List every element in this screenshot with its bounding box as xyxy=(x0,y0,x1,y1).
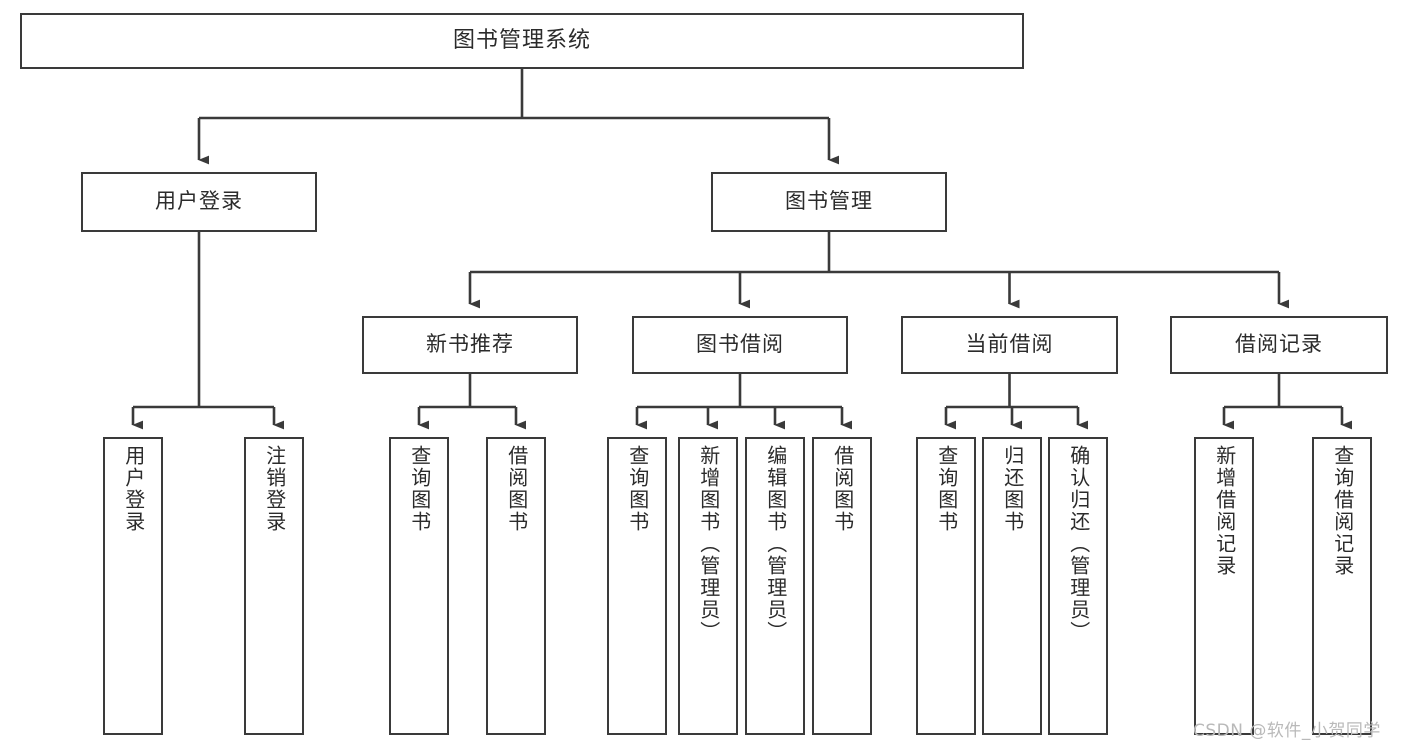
node-book-manage[interactable]: 图书管理 xyxy=(711,172,947,232)
leaf-query-book-borrow[interactable]: 查询图书 xyxy=(607,437,667,735)
csdn-watermark: CSDN @软件_小贺同学 xyxy=(1193,721,1381,741)
leaf-add-book-admin[interactable]: 新增图书（管理员） xyxy=(678,437,738,735)
leaf-borrow-book[interactable]: 借阅图书 xyxy=(812,437,872,735)
node-current-borrow[interactable]: 当前借阅 xyxy=(901,316,1118,374)
leaf-user-login[interactable]: 用户登录 xyxy=(103,437,163,735)
node-label: 查询借阅记录 xyxy=(1330,445,1355,577)
leaf-query-book-current[interactable]: 查询图书 xyxy=(916,437,976,735)
node-label: 确认归还（管理员） xyxy=(1066,445,1091,643)
node-label: 归还图书 xyxy=(1000,445,1025,533)
node-root-system[interactable]: 图书管理系统 xyxy=(20,13,1024,69)
node-label: 新增图书（管理员） xyxy=(696,445,721,643)
node-label: 图书管理 xyxy=(785,189,873,214)
node-new-book-recommend[interactable]: 新书推荐 xyxy=(362,316,578,374)
leaf-add-borrow-record[interactable]: 新增借阅记录 xyxy=(1194,437,1254,735)
node-label: 图书借阅 xyxy=(696,332,784,357)
node-label: 查询图书 xyxy=(934,445,959,533)
node-user-login[interactable]: 用户登录 xyxy=(81,172,317,232)
leaf-logout-login[interactable]: 注销登录 xyxy=(244,437,304,735)
node-label: 用户登录 xyxy=(155,189,243,214)
node-label: 查询图书 xyxy=(625,445,650,533)
node-label: 查询图书 xyxy=(407,445,432,533)
node-label: 注销登录 xyxy=(262,445,287,533)
node-label: 借阅记录 xyxy=(1235,332,1323,357)
node-label: 新书推荐 xyxy=(426,332,514,357)
node-borrow-record[interactable]: 借阅记录 xyxy=(1170,316,1388,374)
node-label: 用户登录 xyxy=(121,445,146,533)
leaf-query-borrow-record[interactable]: 查询借阅记录 xyxy=(1312,437,1372,735)
node-label: 编辑图书（管理员） xyxy=(763,445,788,643)
node-label: 新增借阅记录 xyxy=(1212,445,1237,577)
node-label: 当前借阅 xyxy=(965,332,1054,357)
leaf-return-book[interactable]: 归还图书 xyxy=(982,437,1042,735)
leaf-confirm-return-admin[interactable]: 确认归还（管理员） xyxy=(1048,437,1108,735)
node-label: 图书管理系统 xyxy=(452,27,591,53)
node-label: 借阅图书 xyxy=(504,445,529,533)
leaf-borrow-book-recommend[interactable]: 借阅图书 xyxy=(486,437,546,735)
leaf-edit-book-admin[interactable]: 编辑图书（管理员） xyxy=(745,437,805,735)
node-label: 借阅图书 xyxy=(830,445,855,533)
node-book-borrow[interactable]: 图书借阅 xyxy=(632,316,848,374)
leaf-query-book-recommend[interactable]: 查询图书 xyxy=(389,437,449,735)
